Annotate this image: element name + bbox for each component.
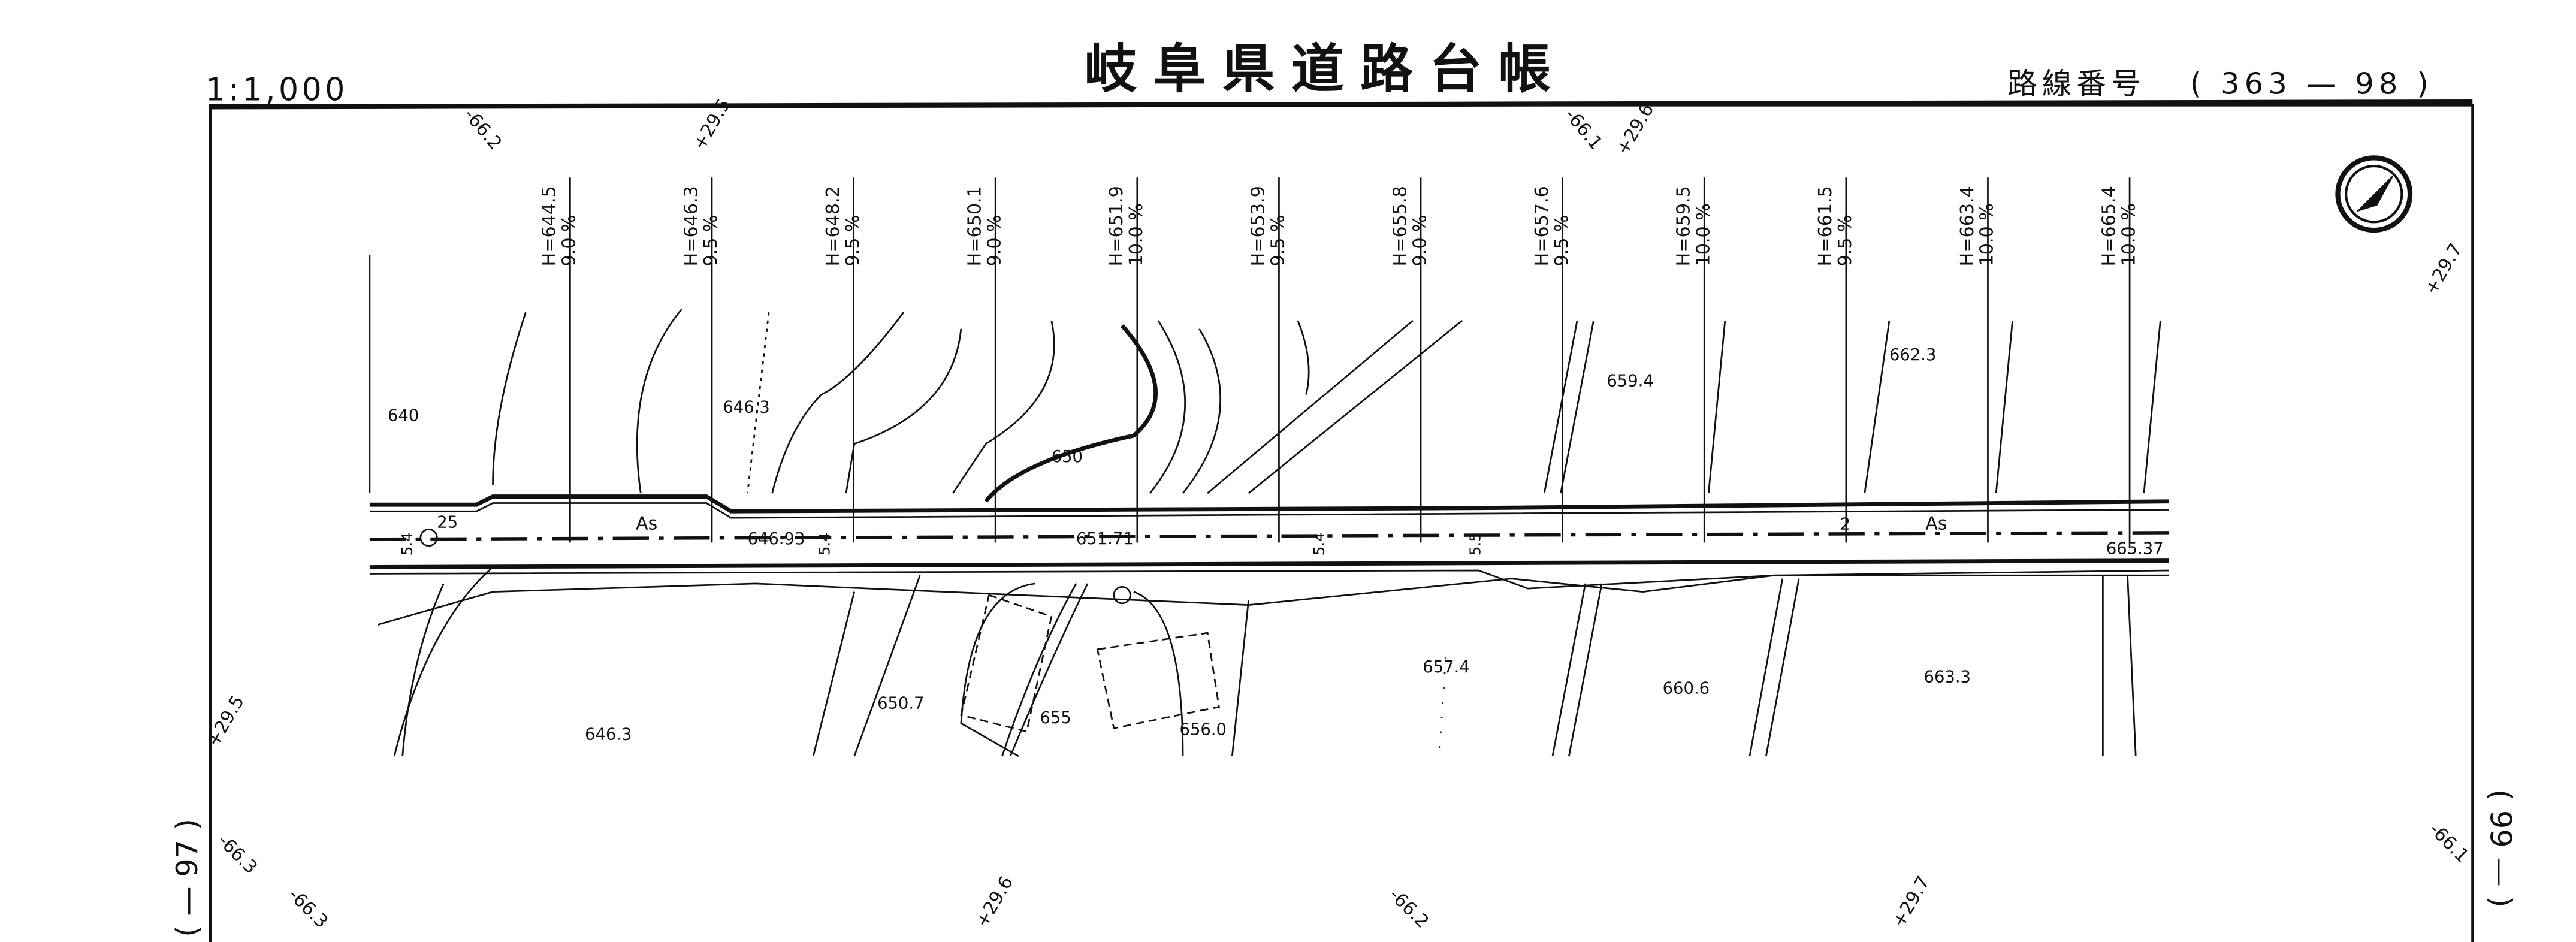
scale-label: 1:1,000	[206, 72, 348, 108]
station-marker: H=646.39.5 %	[681, 177, 721, 543]
station-elevation: H=661.5	[1815, 186, 1836, 266]
grid-tick: -66.3	[213, 831, 261, 878]
road-centerline	[369, 531, 2169, 541]
station-elevation: H=663.4	[1957, 186, 1978, 266]
station-grade: 9.5 %	[700, 215, 721, 266]
station-marker: H=651.910.0 %	[1106, 177, 1147, 543]
station-marker: H=659.510.0 %	[1674, 177, 1714, 543]
spot-height: 640	[388, 406, 419, 425]
station-elevation: H=650.1	[965, 186, 986, 266]
station-grade: 9.5 %	[1835, 215, 1856, 266]
road-width: 5.4	[1310, 532, 1328, 555]
station-grade: 9.5 %	[842, 215, 863, 266]
grid-tick: +29.7	[1889, 872, 1934, 931]
station-elevation: H=659.5	[1674, 186, 1695, 266]
route-number: ( 363 — 98 )	[2190, 66, 2433, 101]
grid-tick: -66.3	[284, 884, 332, 932]
station-elevation: H=644.5	[539, 186, 560, 266]
grid-tick: -66.1	[2425, 819, 2473, 866]
terrain-features	[369, 255, 2161, 757]
station-elevation: H=653.9	[1248, 186, 1269, 266]
station-grade: 9.0 %	[559, 215, 580, 266]
spot-height: 663.3	[1924, 668, 1971, 687]
road-elevation: 646.93	[747, 530, 805, 548]
station-grade: 9.0 %	[1409, 215, 1430, 266]
station-marker: H=657.69.5 %	[1532, 177, 1572, 543]
road-edge-south	[369, 558, 2169, 569]
station-grade: 9.0 %	[984, 215, 1005, 266]
station-marker: H=655.89.0 %	[1390, 177, 1430, 543]
station-grade: 10.0 %	[1693, 203, 1714, 266]
station-elevation: H=648.2	[823, 186, 844, 266]
road-elevation: 651.71	[1076, 530, 1134, 548]
station-grade: 10.0 %	[2118, 203, 2139, 266]
route-number-label: 路線番号	[2007, 66, 2145, 101]
benchmark-icon	[419, 529, 438, 547]
road-surface: As	[1925, 513, 1947, 534]
station-marker: H=665.410.0 %	[2098, 177, 2139, 543]
road-width: 5.4	[816, 532, 833, 555]
grid-tick: +29.6	[972, 872, 1017, 931]
spot-height: 657.4	[1423, 658, 1469, 677]
grid-tick: +29.7	[2421, 240, 2466, 298]
contour-label: 655	[1040, 709, 1071, 727]
map-frame	[209, 104, 2474, 942]
station-marker: H=661.59.5 %	[1815, 177, 1856, 543]
station-grade: 10.0 %	[1977, 203, 1998, 266]
station-elevation: H=655.8	[1390, 186, 1411, 266]
grid-tick: -66.2	[460, 105, 506, 154]
station-grade: 9.5 %	[1551, 215, 1572, 266]
station-elevation: H=665.4	[2098, 186, 2119, 266]
north-arrow-icon	[2335, 155, 2413, 233]
spot-height: 646.3	[585, 726, 632, 744]
station-marker: H=648.29.5 %	[823, 177, 863, 543]
road: 25 As As 2 5.4 5.4 5.4 5.5 646.93 651.71…	[369, 494, 2169, 626]
station-elevation: H=651.9	[1106, 186, 1127, 266]
station-marker: H=644.59.0 %	[539, 177, 580, 543]
grid-tick: -66.2	[1385, 884, 1433, 932]
spot-height: 656.0	[1180, 720, 1227, 739]
station-elevation: H=657.6	[1532, 186, 1553, 266]
road-surface: As	[636, 513, 657, 534]
station-lines: H=644.59.0 %H=646.39.5 %H=648.29.5 %H=65…	[539, 177, 2139, 543]
road-lanes: 2	[1840, 515, 1850, 533]
station-marker: H=653.99.5 %	[1248, 177, 1289, 543]
station-marker: H=650.19.0 %	[965, 177, 1005, 543]
road-edge-north	[369, 494, 2169, 514]
spot-height: 660.6	[1663, 680, 1710, 698]
grid-tick: +29.6	[1612, 100, 1658, 159]
spot-height: 662.3	[1889, 346, 1936, 364]
road-elevation: 665.37	[2106, 540, 2164, 558]
station-grade: 10.0 %	[1126, 203, 1147, 266]
spot-height: 646.3	[723, 398, 769, 417]
road-width: 5.5	[1466, 532, 1484, 555]
spot-height: 659.4	[1606, 372, 1653, 391]
station-elevation: H=646.3	[681, 186, 702, 266]
spot-heights: 640 646.3 659.4 662.3 646.3 650.7 657.4 …	[388, 346, 1971, 744]
grid-tick: -66.1	[1560, 105, 1606, 154]
contour-label: 650	[1052, 448, 1083, 466]
spot-height: 650.7	[877, 694, 924, 712]
right-sheet-ref: ( 99 — )	[2483, 789, 2518, 908]
station-grade: 9.5 %	[1268, 215, 1289, 266]
station-marker: H=663.410.0 %	[1957, 177, 1998, 543]
left-sheet-ref: ( — 97 )	[170, 819, 204, 937]
road-width: 5.4	[398, 532, 416, 555]
road-ref: 25	[437, 514, 458, 532]
sheet-title: 岐阜県道路台帳	[1085, 38, 1568, 99]
